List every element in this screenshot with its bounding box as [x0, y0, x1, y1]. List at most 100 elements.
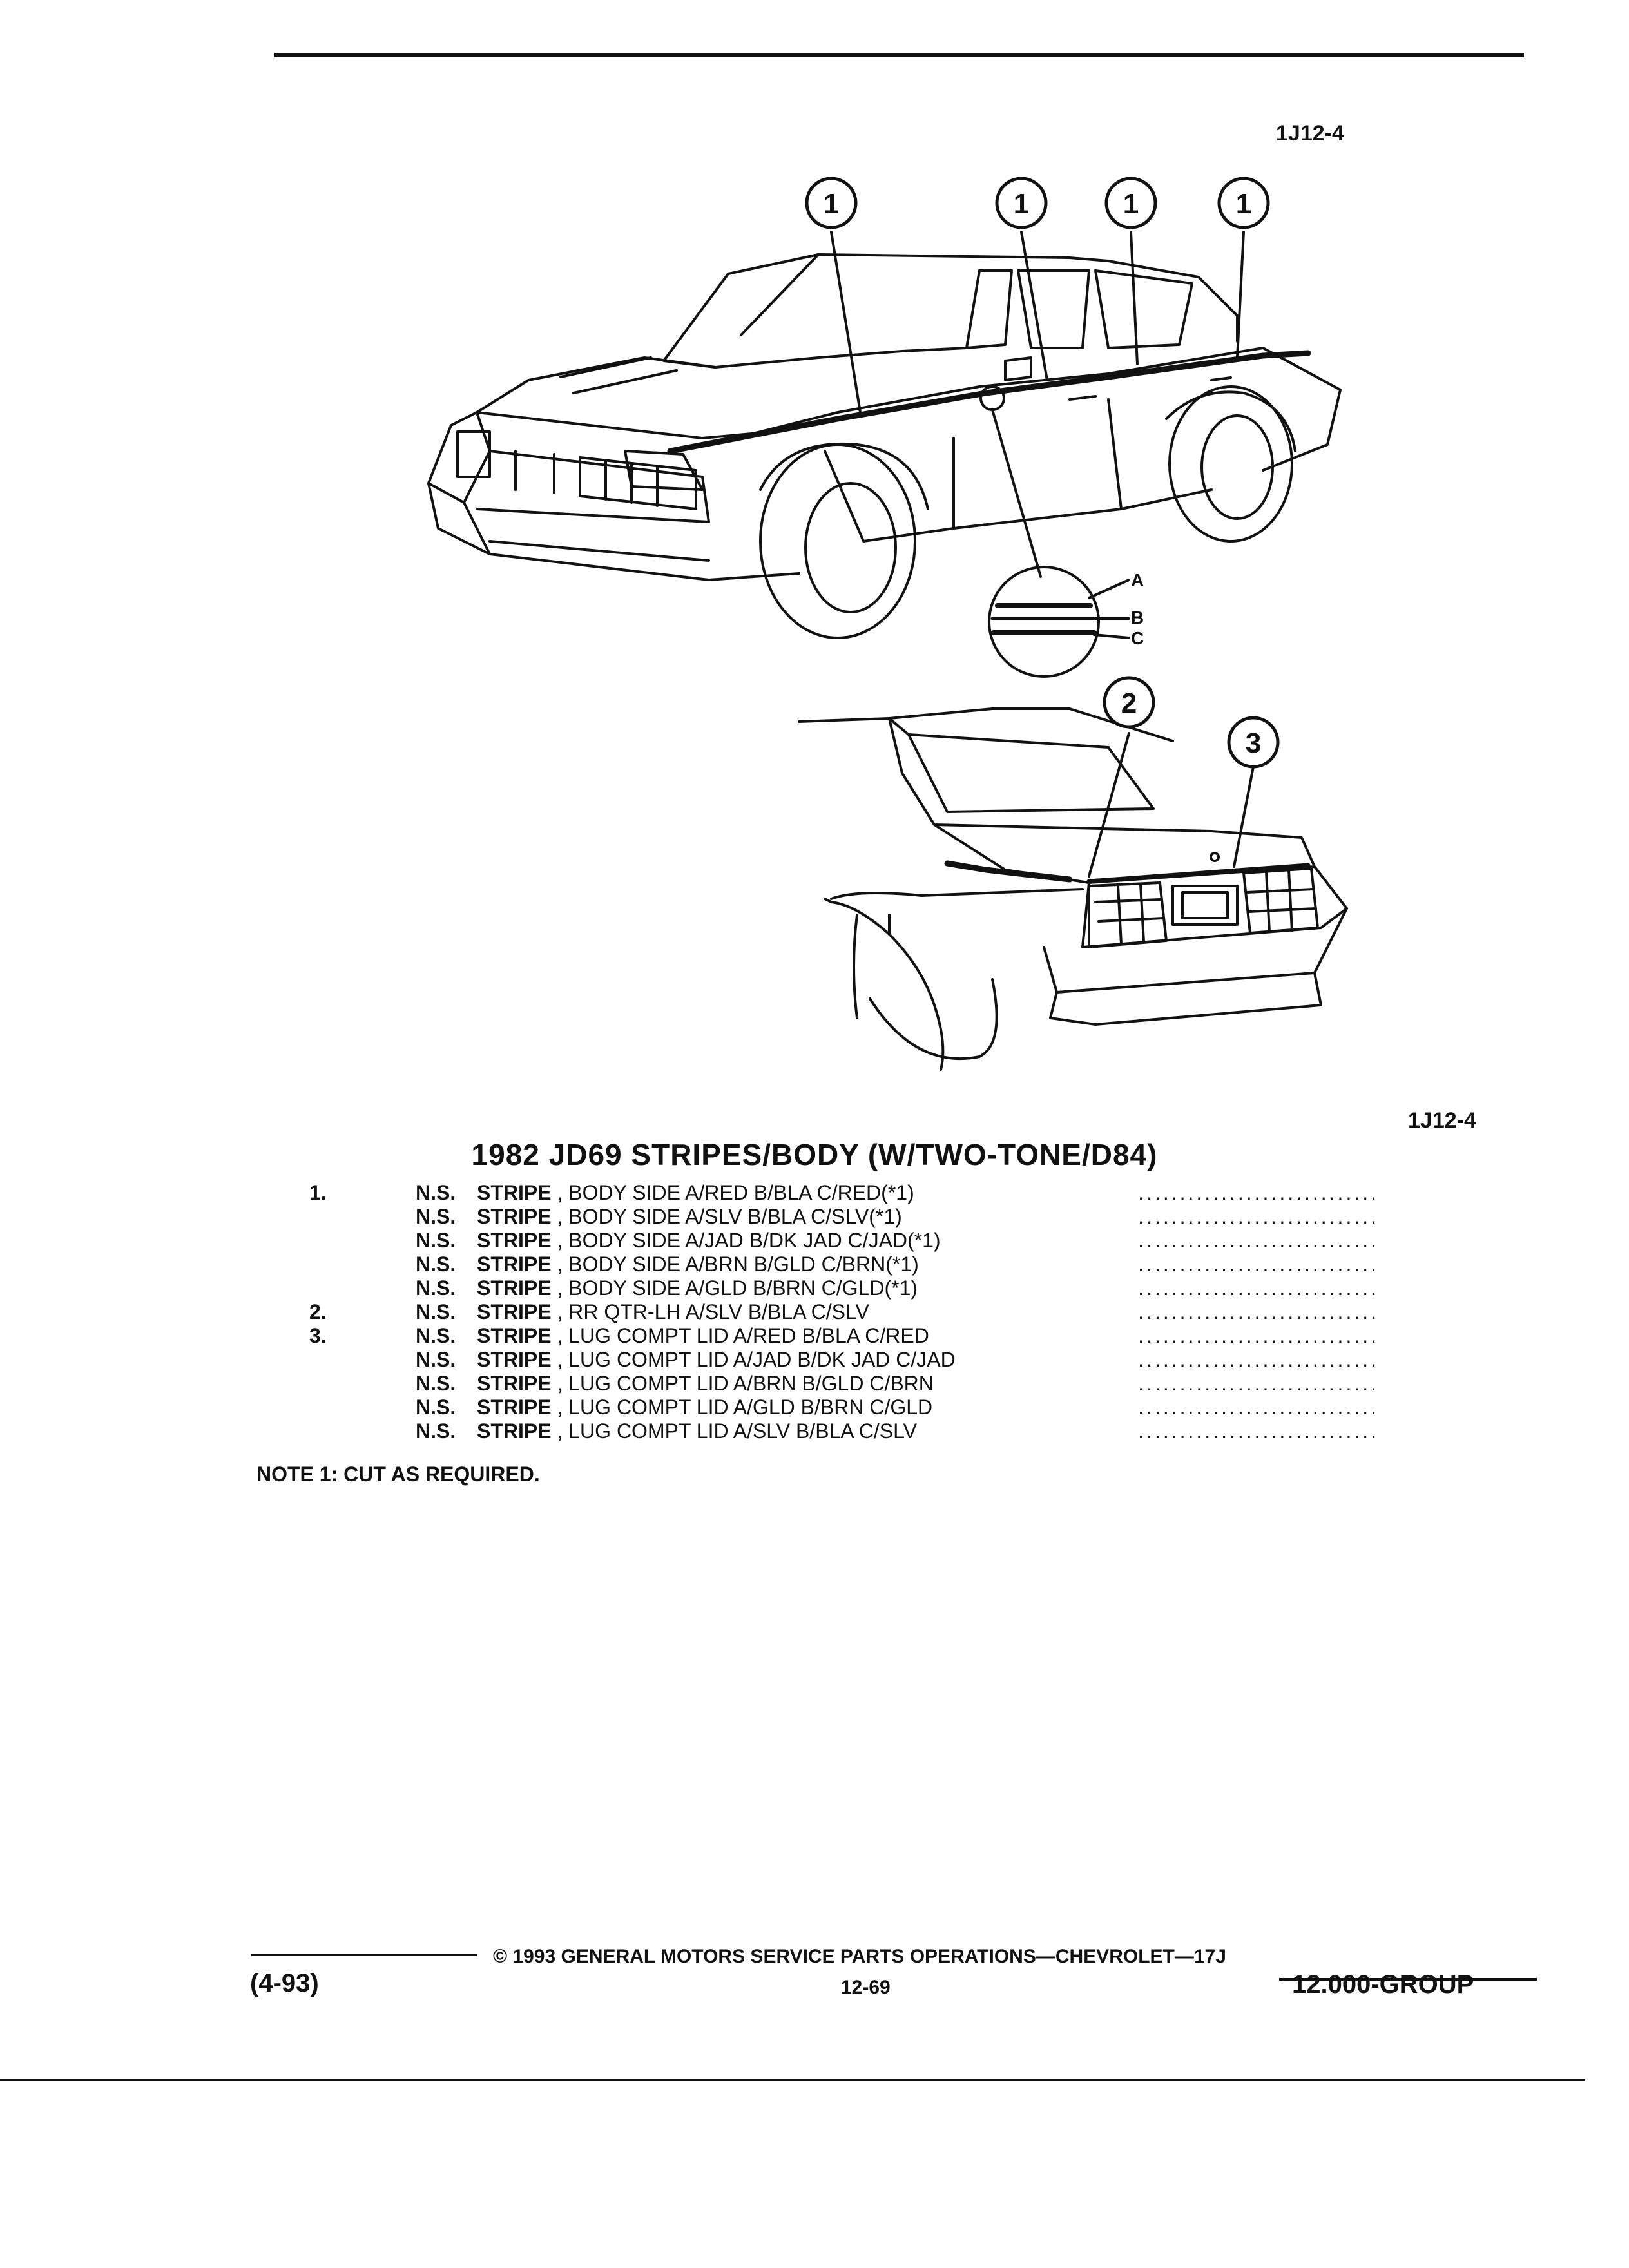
ns-code: N.S. [416, 1396, 456, 1419]
top-rule [274, 53, 1524, 57]
parts-row: N.S. STRIPE , LUG COMPT LID A/GLD B/BRN C… [309, 1396, 1379, 1419]
parts-row: N.S.STRIPE , LUG COMPT LID A/BRN B/GLD C… [309, 1372, 1379, 1396]
part-name: STRIPE [477, 1348, 552, 1371]
part-description: BODY SIDE A/RED B/BLA C/RED(*1) [568, 1181, 914, 1204]
parts-row: 3. N.S. STRIPE , LUG COMPT LID A/RED B/BLA… [309, 1324, 1379, 1348]
footer-date: (4-93) [250, 1969, 319, 1997]
leader-dots: ............................. [1138, 1324, 1379, 1347]
part-description: LUG COMPT LID A/GLD B/BRN C/GLD [568, 1396, 933, 1419]
item-number: 3. [309, 1324, 327, 1347]
part-line: STRIPE , BODY SIDE A/BRN B/GLD C/BRN(*1) [477, 1253, 919, 1276]
layer-a-label: A [1131, 570, 1144, 590]
ns-code: N.S. [416, 1181, 456, 1204]
parts-list: 1. N.S. STRIPE , BODY SIDE A/RED B/BLA C/R… [309, 1181, 1379, 1443]
part-description: BODY SIDE A/SLV B/BLA C/SLV(*1) [568, 1205, 902, 1228]
part-name: STRIPE [477, 1229, 552, 1252]
part-name: STRIPE [477, 1253, 552, 1276]
ns-code: N.S. [416, 1205, 456, 1228]
separator: , [551, 1253, 569, 1276]
ns-code: N.S. [416, 1324, 456, 1347]
separator: , [551, 1300, 569, 1323]
part-line: STRIPE , LUG COMPT LID A/BRN B/GLD C/BRN [477, 1372, 934, 1396]
part-line: STRIPE , LUG COMPT LID A/GLD B/BRN C/GLD [477, 1396, 932, 1419]
separator: , [551, 1276, 569, 1300]
separator: , [551, 1205, 569, 1228]
leader-dots: ............................. [1138, 1372, 1379, 1395]
part-description: BODY SIDE A/GLD B/BRN C/GLD(*1) [568, 1276, 918, 1300]
front-car-drawing [427, 253, 1342, 639]
separator: , [551, 1324, 569, 1347]
car-illustration: 1 1 1 1 A B C [427, 177, 1348, 1071]
ref-code-top: 1J12-4 [1276, 121, 1344, 146]
part-line: STRIPE , RR QTR-LH A/SLV B/BLA C/SLV [477, 1300, 869, 1324]
part-line: STRIPE , BODY SIDE A/RED B/BLA C/RED(*1) [477, 1181, 914, 1205]
footer-copyright: © 1993 GENERAL MOTORS SERVICE PARTS OPER… [493, 1946, 1226, 1967]
separator: , [551, 1229, 569, 1252]
ns-code: N.S. [416, 1419, 456, 1443]
callout-1b: 1 [1014, 188, 1029, 220]
part-description: LUG COMPT LID A/JAD B/DK JAD C/JAD [568, 1348, 956, 1371]
part-description: LUG COMPT LID A/BRN B/GLD C/BRN [568, 1372, 934, 1395]
part-name: STRIPE [477, 1276, 552, 1300]
ns-code: N.S. [416, 1229, 456, 1252]
parts-row: N.S. STRIPE , BODY SIDE A/GLD B/BRN C/GLD… [309, 1276, 1379, 1300]
part-description: LUG COMPT LID A/SLV B/BLA C/SLV [568, 1419, 917, 1443]
part-line: STRIPE , BODY SIDE A/SLV B/BLA C/SLV(*1) [477, 1205, 902, 1229]
bottom-rule [0, 2079, 1585, 2081]
part-description: LUG COMPT LID A/RED B/BLA C/RED [568, 1324, 929, 1347]
ns-code: N.S. [416, 1300, 456, 1323]
part-line: STRIPE , LUG COMPT LID A/JAD B/DK JAD C/… [477, 1348, 956, 1372]
leader-dots: ............................. [1138, 1396, 1379, 1419]
callout-1a: 1 [824, 188, 839, 220]
callout-3: 3 [1246, 727, 1261, 759]
separator: , [551, 1181, 569, 1204]
layer-c-label: C [1131, 628, 1144, 648]
part-name: STRIPE [477, 1396, 552, 1419]
ref-code-bottom: 1J12-4 [1408, 1108, 1476, 1133]
part-line: STRIPE , LUG COMPT LID A/SLV B/BLA C/SLV [477, 1419, 917, 1443]
parts-row: N.S. STRIPE , BODY SIDE A/SLV B/BLA C/SLV… [309, 1205, 1379, 1229]
item-number: 1. [309, 1181, 327, 1204]
footer-rule-right [1279, 1978, 1537, 1981]
footer-rule-left [251, 1954, 477, 1956]
part-name: STRIPE [477, 1324, 552, 1347]
parts-row: N.S. STRIPE , BODY SIDE A/BRN B/GLD C/BRN… [309, 1253, 1379, 1276]
leader-dots: ............................. [1138, 1253, 1379, 1276]
parts-row: N.S. STRIPE , BODY SIDE A/JAD B/DK JAD C/… [309, 1229, 1379, 1253]
footer-page-number: 12-69 [841, 1977, 891, 1998]
ns-code: N.S. [416, 1348, 456, 1371]
item-number: 2. [309, 1300, 327, 1323]
callout-1c: 1 [1123, 188, 1139, 220]
note: NOTE 1: CUT AS REQUIRED. [256, 1463, 540, 1486]
part-line: STRIPE , LUG COMPT LID A/RED B/BLA C/RED [477, 1324, 929, 1348]
leader-dots: ............................. [1138, 1205, 1379, 1228]
part-description: BODY SIDE A/JAD B/DK JAD C/JAD(*1) [568, 1229, 941, 1252]
leader-dots: ............................. [1138, 1348, 1379, 1371]
parts-row: N.S. STRIPE , LUG COMPT LID A/JAD B/DK JA… [309, 1348, 1379, 1372]
ns-code: N.S. [416, 1253, 456, 1276]
part-name: STRIPE [477, 1372, 552, 1395]
callout-1d: 1 [1236, 188, 1251, 220]
parts-row: N.S. STRIPE , LUG COMPT LID A/SLV B/BLA C… [309, 1419, 1379, 1443]
page-title: 1982 JD69 STRIPES/BODY (W/TWO-TONE/D84) [471, 1138, 1158, 1171]
leader-dots: ............................. [1138, 1300, 1379, 1323]
callout-2: 2 [1121, 687, 1137, 719]
part-name: STRIPE [477, 1300, 552, 1323]
part-line: STRIPE , BODY SIDE A/JAD B/DK JAD C/JAD(… [477, 1229, 941, 1253]
separator: , [551, 1419, 569, 1443]
rear-car-drawing [798, 707, 1348, 1071]
ns-code: N.S. [416, 1276, 456, 1300]
leader-dots: ............................. [1138, 1181, 1379, 1204]
footer-group: 12.000-GROUP [1292, 1970, 1474, 1999]
part-description: BODY SIDE A/BRN B/GLD C/BRN(*1) [568, 1253, 919, 1276]
parts-row: 2. N.S. STRIPE , RR QTR-LH A/SLV B/BLA C/S… [309, 1300, 1379, 1324]
part-name: STRIPE [477, 1419, 552, 1443]
leader-dots: ............................. [1138, 1419, 1379, 1443]
leader-dots: ............................. [1138, 1276, 1379, 1300]
separator: , [551, 1348, 569, 1371]
leader-dots: ............................. [1138, 1229, 1379, 1252]
layer-b-label: B [1131, 608, 1144, 628]
parts-row: 1. N.S. STRIPE , BODY SIDE A/RED B/BLA C/R… [309, 1181, 1379, 1205]
part-description: RR QTR-LH A/SLV B/BLA C/SLV [568, 1300, 869, 1323]
separator: , [551, 1372, 569, 1395]
